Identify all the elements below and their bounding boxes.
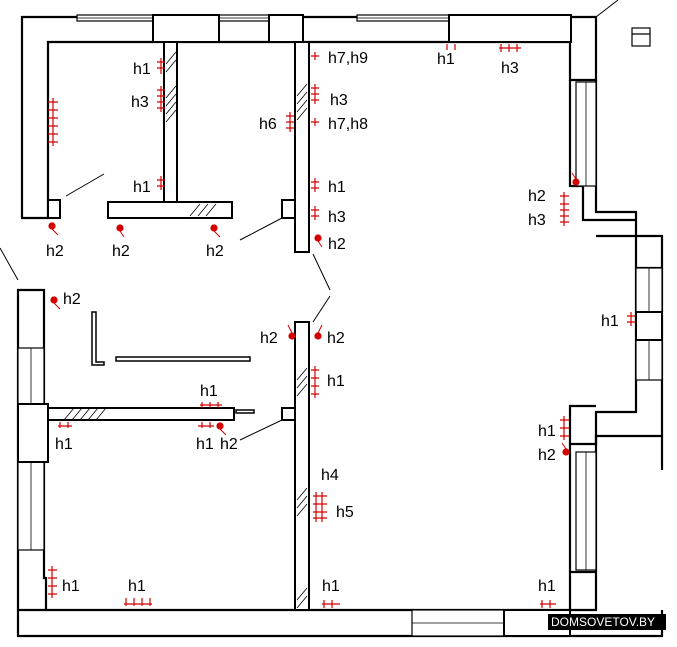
label-h2-right-upper: h2 bbox=[528, 188, 546, 205]
label-h1-top-right: h1 bbox=[437, 51, 455, 68]
label-h7-h8: h7,h8 bbox=[328, 116, 368, 133]
label-h3-room1: h3 bbox=[131, 94, 149, 111]
label-h1-hall-bottom: h1 bbox=[196, 436, 214, 453]
label-h1-right-lower: h1 bbox=[538, 423, 556, 440]
label-h1-room1-top: h1 bbox=[133, 61, 151, 78]
label-h5: h5 bbox=[336, 504, 354, 521]
label-h3-room3-top: h3 bbox=[330, 92, 348, 109]
square-symbol bbox=[631, 27, 651, 47]
window-glass-lines bbox=[30, 17, 650, 624]
leader-lines bbox=[0, 0, 619, 441]
label-h1-right-bay: h1 bbox=[601, 313, 619, 330]
sockets bbox=[48, 44, 635, 608]
labels: h1 h3 h1 h2 h2 h2 h7,h9 h3 h6 h7,h8 h1 h… bbox=[46, 50, 619, 595]
partitions bbox=[91, 311, 255, 414]
watermark-text: DOMSOVETOV.BY bbox=[551, 615, 655, 629]
label-h3-top-right: h3 bbox=[501, 60, 519, 77]
label-h2-room1-left: h2 bbox=[46, 243, 64, 260]
label-h2-room1-mid: h2 bbox=[112, 243, 130, 260]
label-h1-bottom-right: h1 bbox=[538, 578, 556, 595]
socket-ticks bbox=[51, 172, 577, 450]
label-h2-right-lower: h2 bbox=[538, 447, 556, 464]
label-h3-room3: h3 bbox=[328, 209, 346, 226]
label-h1-center: h1 bbox=[327, 373, 345, 390]
label-h7-h9: h7,h9 bbox=[328, 50, 368, 67]
wall-blocks bbox=[17, 14, 663, 637]
label-h1-left-hall: h1 bbox=[55, 436, 73, 453]
label-h2-room3: h2 bbox=[328, 236, 346, 253]
label-h2-center-left: h2 bbox=[260, 330, 278, 347]
label-h2-center-right: h2 bbox=[327, 330, 345, 347]
label-h1-bottom-left: h1 bbox=[62, 578, 80, 595]
label-h1-room3: h1 bbox=[328, 179, 346, 196]
label-h2-hall-bottom: h2 bbox=[220, 436, 238, 453]
watermark: DOMSOVETOV.BY bbox=[548, 614, 666, 630]
label-h1-bottom-mid: h1 bbox=[128, 578, 146, 595]
label-h1-hall-top: h1 bbox=[200, 383, 218, 400]
label-h1-room1-bottom: h1 bbox=[133, 179, 151, 196]
label-h6: h6 bbox=[259, 116, 277, 133]
wall-hatching bbox=[63, 51, 308, 609]
label-h4: h4 bbox=[321, 467, 339, 484]
label-h2-room2: h2 bbox=[206, 243, 224, 260]
label-h1-bottom-center: h1 bbox=[322, 578, 340, 595]
label-h3-right-upper: h3 bbox=[528, 212, 546, 229]
label-h2-left-hall: h2 bbox=[63, 291, 81, 308]
outer-walls bbox=[16, 15, 664, 638]
